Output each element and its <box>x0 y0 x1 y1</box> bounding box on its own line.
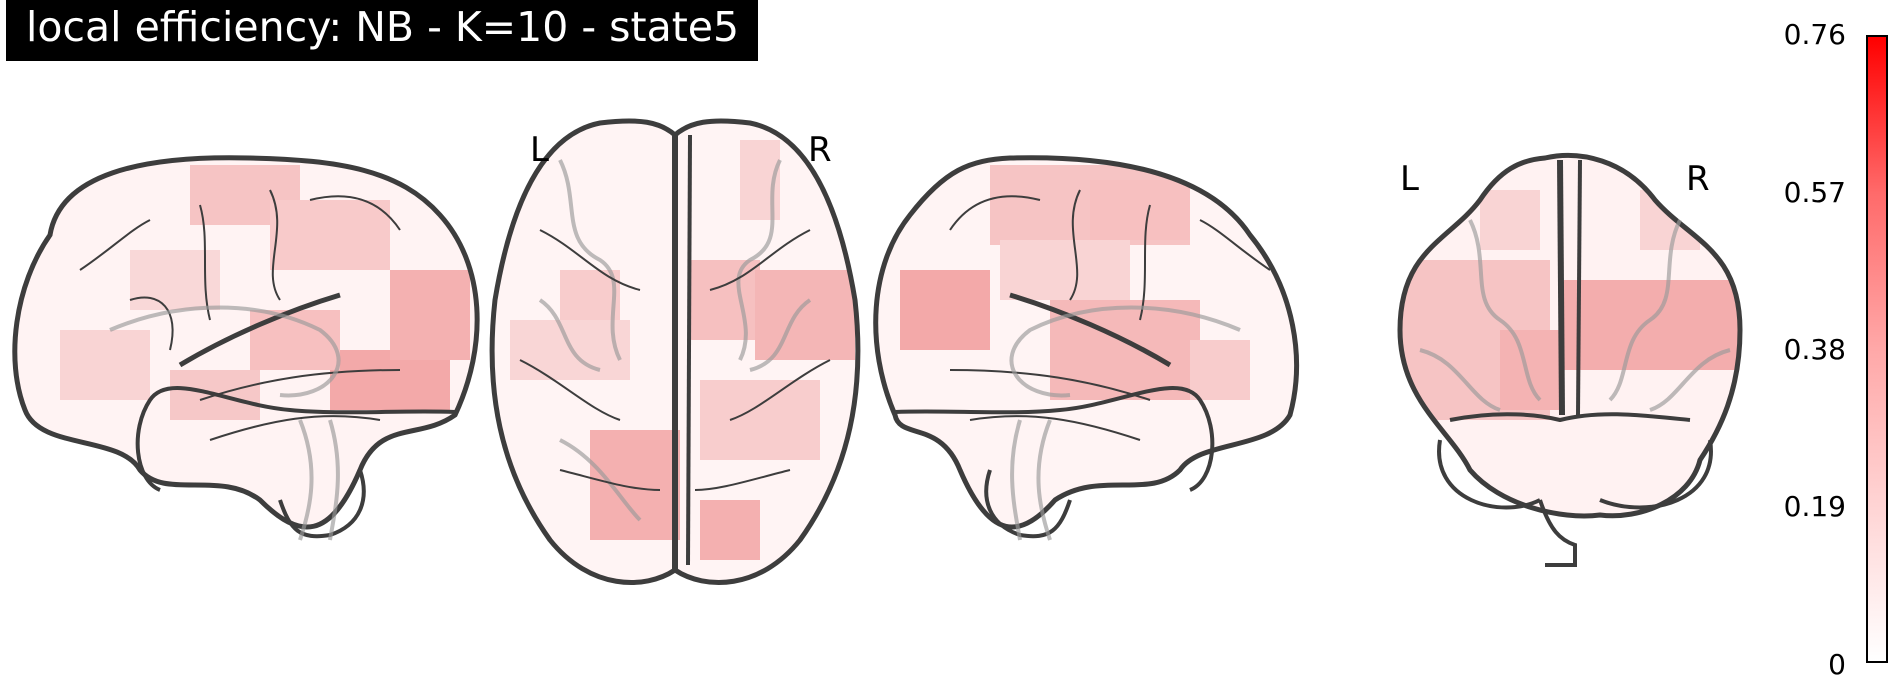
colorbar-tick-label: 0.38 <box>1783 333 1846 366</box>
colorbar <box>1866 35 1888 663</box>
figure-title: local efficiency: NB - K=10 - state5 <box>26 3 740 51</box>
coronal-left-label: L <box>1400 159 1419 199</box>
coronal-view <box>1397 153 1743 567</box>
colorbar-tick-label: 0.57 <box>1783 176 1846 209</box>
axial-outline <box>489 118 861 585</box>
coronal-right-label: R <box>1686 159 1710 199</box>
axial-left-label: L <box>530 130 549 170</box>
colorbar-tick-label: 0.19 <box>1783 490 1846 523</box>
sagittal-right-outline <box>873 155 1299 530</box>
sagittal-left-outline <box>12 155 480 530</box>
colorbar-tick-label: 0 <box>1828 648 1846 681</box>
sagittal-right-view <box>873 155 1299 541</box>
coronal-outline <box>1397 153 1743 519</box>
sagittal-left-view <box>12 155 480 541</box>
axial-view <box>489 118 861 585</box>
axial-right-label: R <box>808 130 832 170</box>
colorbar-tick-label: 0.76 <box>1783 18 1846 51</box>
title-box: local efficiency: NB - K=10 - state5 <box>6 0 758 61</box>
